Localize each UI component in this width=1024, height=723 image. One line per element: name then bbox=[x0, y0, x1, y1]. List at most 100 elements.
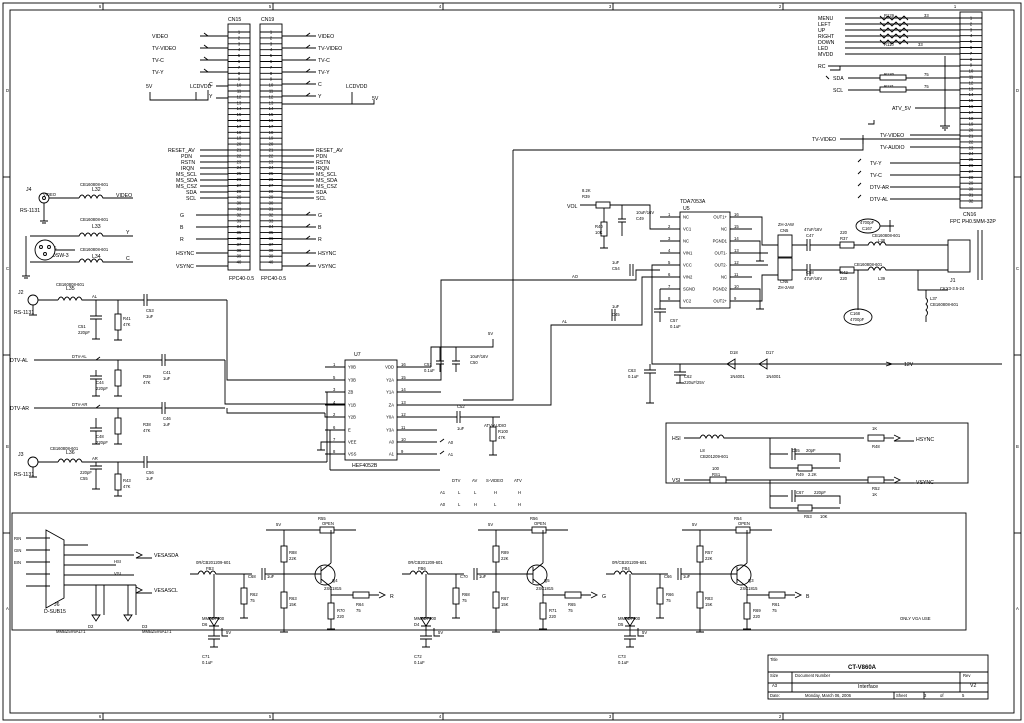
emitter-resistor-ref: R70 bbox=[337, 608, 345, 613]
tt-pin: A1 bbox=[440, 490, 446, 495]
cn19-pin-number: 22 bbox=[269, 153, 274, 158]
size-label: Size bbox=[770, 673, 779, 678]
u7-pin-name: E bbox=[348, 428, 351, 433]
cn15-label: IRQN bbox=[181, 166, 194, 172]
c47-ref: C47 bbox=[806, 233, 814, 238]
coupling-cap-value: 1uF bbox=[267, 574, 275, 579]
vga-vsi: VSI bbox=[114, 571, 121, 576]
cn15-label: TV-C bbox=[152, 58, 164, 64]
vga-note: ONLY VGA USE bbox=[900, 616, 931, 621]
cn19-pin-number: 29 bbox=[269, 195, 274, 200]
cn16-resistor-value: 33 bbox=[924, 13, 929, 18]
bias-resistor-value: 22K bbox=[501, 556, 509, 561]
cn19-pin-number: 23 bbox=[269, 159, 274, 164]
u5-pin-number: 13 bbox=[734, 248, 739, 253]
cn16-pin-number: 3 bbox=[970, 27, 973, 32]
u7-5v: 5V bbox=[488, 331, 493, 336]
clamp-diode-ref: D6 bbox=[202, 622, 208, 627]
cn15-pin-number: 37 bbox=[237, 242, 242, 247]
rs1-val: 100 bbox=[712, 466, 720, 471]
cn15-label: RESET_AV bbox=[168, 148, 195, 154]
cn16-label: LEFT bbox=[818, 22, 832, 28]
cn19-pin-number: 31 bbox=[269, 207, 274, 212]
clamp-cap-value: 0.1uF bbox=[618, 660, 629, 665]
tt-header: ATV bbox=[514, 478, 522, 483]
bias-resistor-value: 15K bbox=[501, 602, 509, 607]
speaker-section: ZH-2AW CN5 CN6 ZH-2AW C47 47uF/16V C58 4… bbox=[752, 216, 983, 326]
cn16-label: TV-Y bbox=[870, 161, 882, 167]
cn16-pin-number: 29 bbox=[969, 181, 974, 186]
u5-pin-number: 4 bbox=[668, 248, 671, 253]
cn16-pin-number: 4 bbox=[970, 33, 973, 38]
cn16-label: RC bbox=[818, 64, 826, 70]
cn15-label: VSYNC bbox=[176, 264, 194, 270]
d17-ref: D17 bbox=[766, 350, 774, 355]
cn15-pin-number: 36 bbox=[237, 236, 242, 241]
row-marker: D bbox=[6, 88, 9, 93]
cn19-label: MS_SCL bbox=[316, 172, 337, 178]
cn16-pin-number: 31 bbox=[969, 193, 974, 198]
row-marker: C bbox=[6, 266, 9, 271]
bias-resistor-value: 22K bbox=[289, 556, 297, 561]
r48-ref: R48 bbox=[872, 444, 880, 449]
cn16-pin-number: 2 bbox=[970, 21, 973, 26]
col-marker: 2 bbox=[779, 4, 782, 9]
sheet-label: Sheet bbox=[896, 693, 908, 698]
r53-val: 10K bbox=[820, 514, 828, 519]
u7-c51-ref: C51 bbox=[424, 362, 432, 367]
c63-val: 0.1uF bbox=[628, 374, 639, 379]
cn19-label: RESET_AV bbox=[316, 148, 343, 154]
cn19-pin-number: 11 bbox=[269, 89, 274, 94]
clamp-cap-value: 0.1uF bbox=[202, 660, 213, 665]
c168-ref: C168 bbox=[850, 311, 861, 316]
bias-resistor-ref: R63 bbox=[289, 596, 297, 601]
cn15-label: SCL bbox=[186, 196, 196, 202]
vga-gin: GIN bbox=[14, 548, 21, 553]
cn19-pin-number: 6 bbox=[270, 59, 273, 64]
tt-header: AV bbox=[472, 478, 477, 483]
c50-val: 10uF/16V bbox=[470, 354, 488, 359]
cn15-pin-number: 25 bbox=[237, 171, 242, 176]
r49-ref: R49 bbox=[796, 472, 804, 477]
row-marker: B bbox=[6, 444, 9, 449]
c46-val: 1uF bbox=[163, 422, 171, 427]
cn19-label: G bbox=[318, 213, 322, 219]
cn19-label: B bbox=[318, 225, 322, 231]
cn15-pin-number: 33 bbox=[237, 218, 242, 223]
cn16-pin-number: 8 bbox=[970, 57, 973, 62]
j1-ref: J1 bbox=[950, 278, 956, 284]
u7-a0: A0 bbox=[448, 440, 454, 445]
input-resistor-value: 75 bbox=[250, 598, 255, 603]
u5-pin-name: OUT1+ bbox=[713, 215, 727, 220]
l36-ref: L36 bbox=[66, 450, 75, 456]
supply-label: 5V bbox=[692, 522, 697, 527]
cn15-pin-number: 31 bbox=[237, 207, 242, 212]
cn16-label: DOWN bbox=[818, 40, 835, 46]
cn19-pin-number: 36 bbox=[269, 236, 274, 241]
cn16-pin-number: 6 bbox=[970, 45, 973, 50]
u5-pin-name: VIN2 bbox=[683, 275, 693, 280]
bias-resistor-ref: R83 bbox=[705, 596, 713, 601]
cn15-pin-number: 9 bbox=[238, 77, 241, 82]
clamp-cap-value: 0.1uF bbox=[414, 660, 425, 665]
emitter-resistor-value: 220 bbox=[549, 614, 557, 619]
clamp-diode-part: MMBD7000 bbox=[202, 616, 225, 621]
vga-vesascl: VESASCL bbox=[154, 588, 178, 594]
clamp-cap-ref: C71 bbox=[202, 654, 210, 659]
c57-ref: C57 bbox=[670, 318, 678, 323]
input-resistor-ref: R68 bbox=[462, 592, 470, 597]
r39-val: 47K bbox=[143, 380, 151, 385]
cn19-pin-number: 1 bbox=[270, 30, 273, 35]
cn19-pin-number: 2 bbox=[270, 35, 273, 40]
cn16-resistor-ref: R129 bbox=[884, 13, 895, 18]
c44-ref: C44 bbox=[96, 380, 104, 385]
cn19-pin-number: 32 bbox=[269, 212, 274, 217]
clamp-diode-part: MMBD7000 bbox=[414, 616, 437, 621]
tt-cell: L bbox=[458, 502, 461, 507]
col-marker: 4 bbox=[439, 714, 442, 719]
cn19-pin-number: 5 bbox=[270, 53, 273, 58]
cn15-pin-number: 8 bbox=[238, 71, 241, 76]
